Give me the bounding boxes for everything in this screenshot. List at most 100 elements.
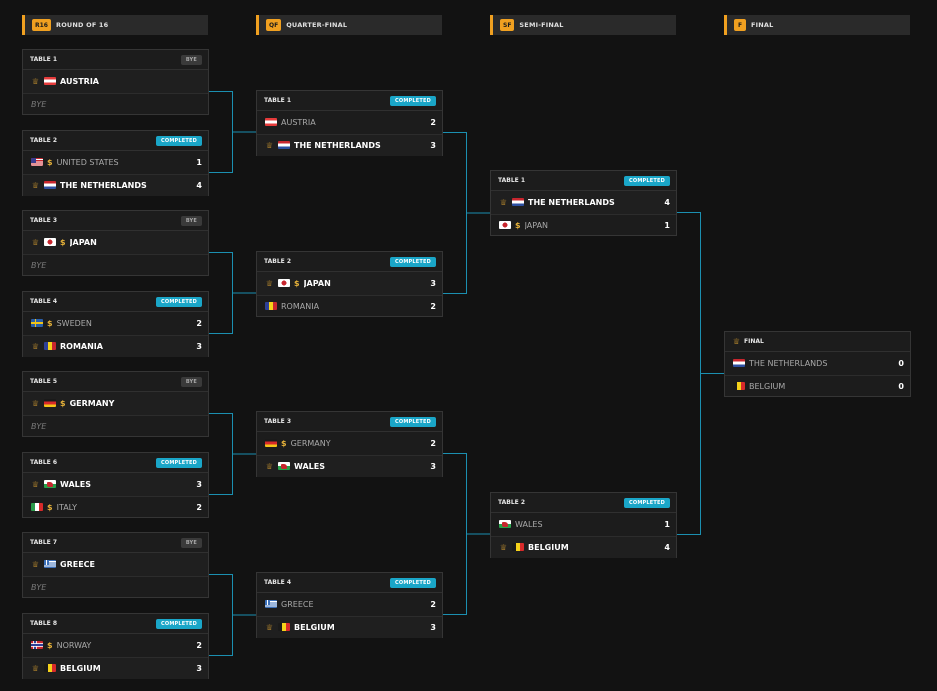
team-score: 4 [664,197,670,207]
match-title-text: TABLE 1 [498,177,526,184]
bye-slot: BYE [23,253,208,277]
trophy-icon: ♕ [31,398,40,408]
match-title-text: TABLE 1 [30,56,58,63]
team-score: 3 [430,278,436,288]
trophy-icon: ♕ [31,559,40,569]
team-score: 0 [898,381,904,391]
match-title-text: TABLE 3 [264,418,292,425]
japan-flag-icon [44,238,56,247]
completed-badge: COMPLETED [390,577,436,588]
wales-flag-icon [499,520,511,529]
connector-line [209,252,256,334]
connector-line [209,91,256,173]
round-title: QUARTER-FINAL [286,21,348,29]
team-name: BELGIUM [528,542,569,552]
match-title-text: TABLE 1 [264,97,292,104]
trophy-icon: ♕ [265,461,274,471]
bye-slot: BYE [23,575,208,599]
team-row[interactable]: ♕ WALES 3 [257,454,442,477]
match-title-text: TABLE 3 [30,217,58,224]
team-score: 3 [196,479,202,489]
trophy-icon: ♕ [31,180,40,190]
team-score: 1 [664,519,670,529]
trophy-icon: ♕ [31,663,40,673]
bye-badge: BYE [180,376,202,387]
match-title: TABLE 3 [264,418,291,425]
team-row[interactable]: ♕$GERMANY [23,392,208,415]
team-name: JAPAN [524,220,549,230]
team-row[interactable]: ♕$JAPAN [23,231,208,254]
completed-badge: COMPLETED [390,95,436,106]
dollar-icon: $ [515,220,521,230]
match-title-text: TABLE 5 [30,378,58,385]
match-title: TABLE 5 [30,378,57,385]
team-name: THE NETHERLANDS [749,358,828,368]
germany-flag-icon [44,399,56,408]
team-score: 2 [196,502,202,512]
match-title-text: TABLE 2 [498,499,526,506]
match-title: TABLE 2 [30,137,57,144]
norway-flag-icon [31,641,43,650]
team-row[interactable]: ♕AUSTRIA [23,70,208,93]
netherlands-flag-icon [733,359,745,368]
greece-flag-icon [44,560,56,569]
team-name: WALES [294,461,325,471]
netherlands-flag-icon [278,141,290,150]
match-title-text: TABLE 6 [30,459,58,466]
match-title: TABLE 8 [30,620,57,627]
trophy-icon: ♕ [31,76,40,86]
team-name: GERMANY [69,398,115,408]
team-row[interactable]: ♕GREECE [23,553,208,576]
team-row[interactable]: BELGIUM 0 [725,374,910,398]
team-name: BELGIUM [749,381,786,391]
bye-slot: BYE [23,414,208,438]
completed-badge: COMPLETED [156,296,202,307]
austria-flag-icon [44,77,56,86]
trophy-icon: ♕ [31,479,40,489]
match-title-text: TABLE 2 [30,137,58,144]
team-name: GREECE [281,599,314,609]
team-score: 3 [430,461,436,471]
team-name: GERMANY [290,438,331,448]
